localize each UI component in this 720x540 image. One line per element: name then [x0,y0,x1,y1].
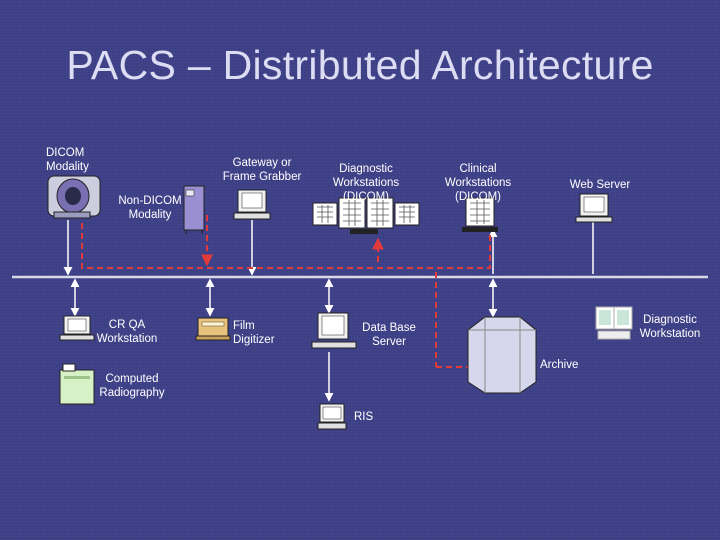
diagnostic-workstations-icon [312,197,420,234]
gateway-computer-icon [233,189,271,220]
clinical-workstation-icon [462,197,498,232]
network-connectors [63,220,594,402]
cr-qa-workstation-icon [59,315,95,341]
film-digitizer-icon [195,317,231,341]
dicom-modality-scanner-icon [47,175,101,219]
diagnostic-workstation-icon [595,306,633,340]
non-dicom-modality-icon [183,185,205,234]
database-server-icon [311,312,357,349]
label-ris: RIS [354,411,374,423]
slide-title: PACS – Distributed Architecture [66,42,654,88]
label-web-server: Web Server [569,179,631,191]
label-archive: Archive [540,359,579,371]
dicom-links [81,215,491,368]
web-server-icon [575,193,613,223]
computed-radiography-icon [59,363,95,405]
archive-storage-icon [467,316,537,394]
ris-terminal-icon [317,403,347,430]
